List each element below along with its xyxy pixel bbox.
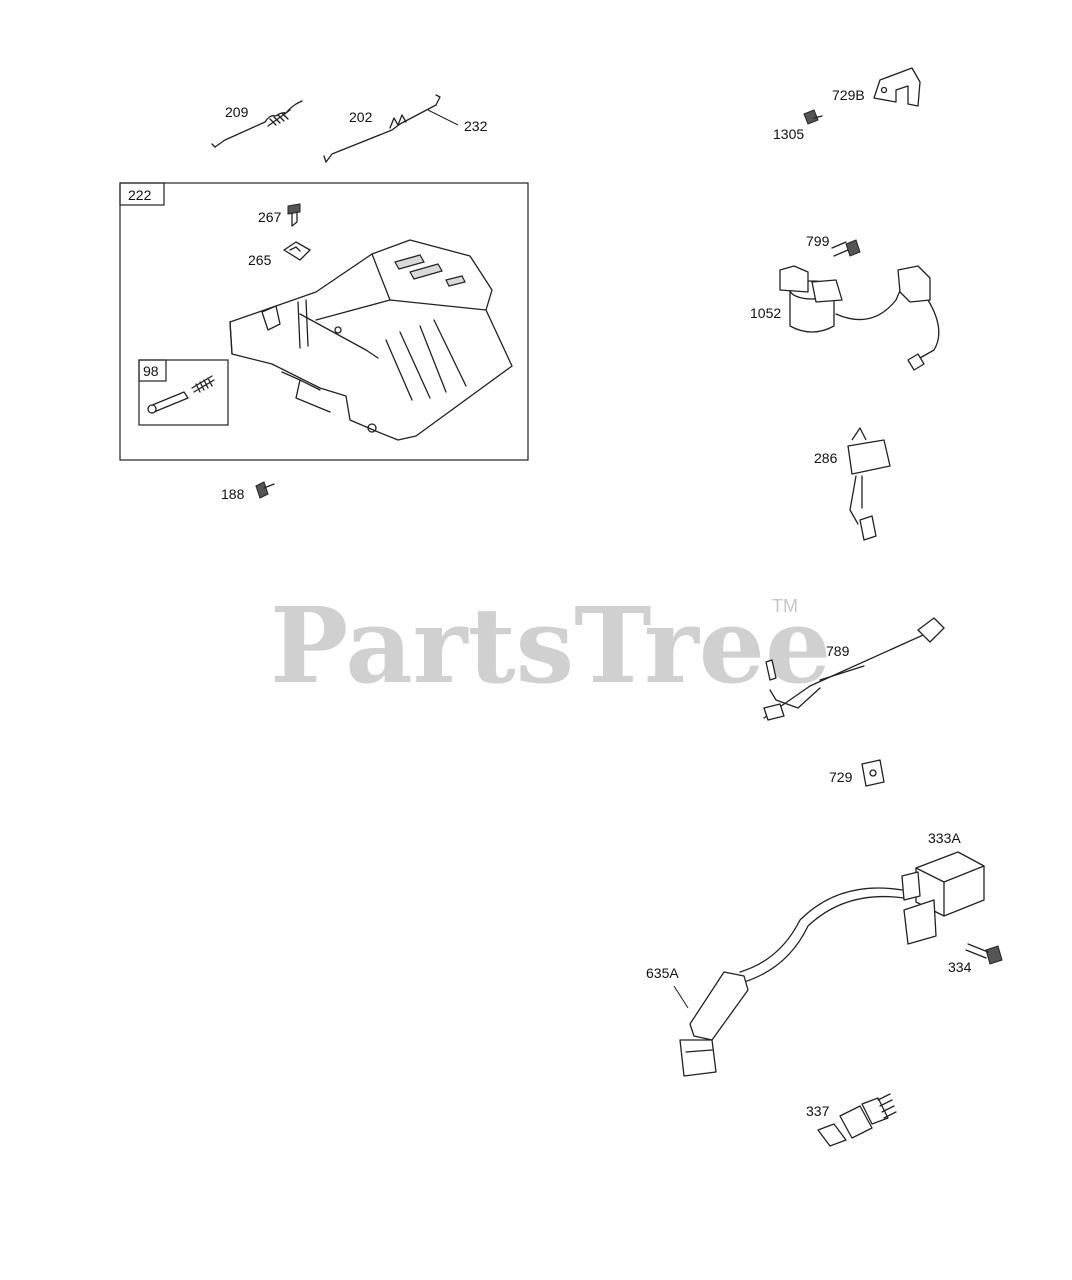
label-333A: 333A bbox=[928, 830, 961, 846]
part-267-screw[interactable]: 267 bbox=[258, 203, 301, 227]
part-222-bracket[interactable] bbox=[229, 239, 513, 441]
kit-box-98[interactable]: 98 bbox=[138, 359, 229, 426]
part-789-harness[interactable]: 789 bbox=[763, 617, 945, 721]
part-799-screw[interactable]: 799 bbox=[806, 233, 861, 257]
part-1052-solenoid[interactable]: 1052 bbox=[750, 265, 940, 371]
part-209-spring[interactable]: 209 bbox=[211, 100, 303, 148]
label-729B: 729B bbox=[832, 87, 865, 103]
part-729B-bracket[interactable]: 729B bbox=[832, 67, 921, 107]
label-635A: 635A bbox=[646, 965, 679, 981]
part-334-bolt[interactable]: 334 bbox=[948, 943, 1003, 975]
part-202-rod[interactable]: 202 232 bbox=[323, 94, 488, 163]
label-286: 286 bbox=[814, 450, 838, 466]
part-1305-screw[interactable]: 1305 bbox=[773, 109, 823, 142]
watermark: PartsTree TM bbox=[270, 584, 831, 707]
label-232: 232 bbox=[464, 118, 488, 134]
kit-box-222[interactable]: 222 267 265 bbox=[119, 182, 529, 461]
label-1052: 1052 bbox=[750, 305, 781, 321]
watermark-text: PartsTree bbox=[270, 584, 831, 707]
label-729: 729 bbox=[829, 769, 853, 785]
label-1305: 1305 bbox=[773, 126, 804, 142]
part-635A-lead[interactable]: 635A bbox=[646, 887, 905, 1077]
label-222: 222 bbox=[128, 187, 152, 203]
label-337: 337 bbox=[806, 1103, 830, 1119]
label-799: 799 bbox=[806, 233, 830, 249]
part-337-sparkplug[interactable]: 337 bbox=[806, 1093, 897, 1147]
part-286-condenser[interactable]: 286 bbox=[814, 427, 891, 541]
label-334: 334 bbox=[948, 959, 972, 975]
part-333A-coil[interactable]: 333A bbox=[901, 830, 985, 945]
part-188-bolt[interactable]: 188 bbox=[221, 481, 275, 502]
label-202: 202 bbox=[349, 109, 373, 125]
label-188: 188 bbox=[221, 486, 245, 502]
label-789: 789 bbox=[826, 643, 850, 659]
label-267: 267 bbox=[258, 209, 282, 225]
label-98: 98 bbox=[143, 363, 159, 379]
label-265: 265 bbox=[248, 252, 272, 268]
watermark-trademark: TM bbox=[772, 596, 798, 616]
part-265-clip[interactable]: 265 bbox=[248, 241, 311, 268]
part-729-clip[interactable]: 729 bbox=[829, 759, 885, 787]
label-209: 209 bbox=[225, 104, 249, 120]
